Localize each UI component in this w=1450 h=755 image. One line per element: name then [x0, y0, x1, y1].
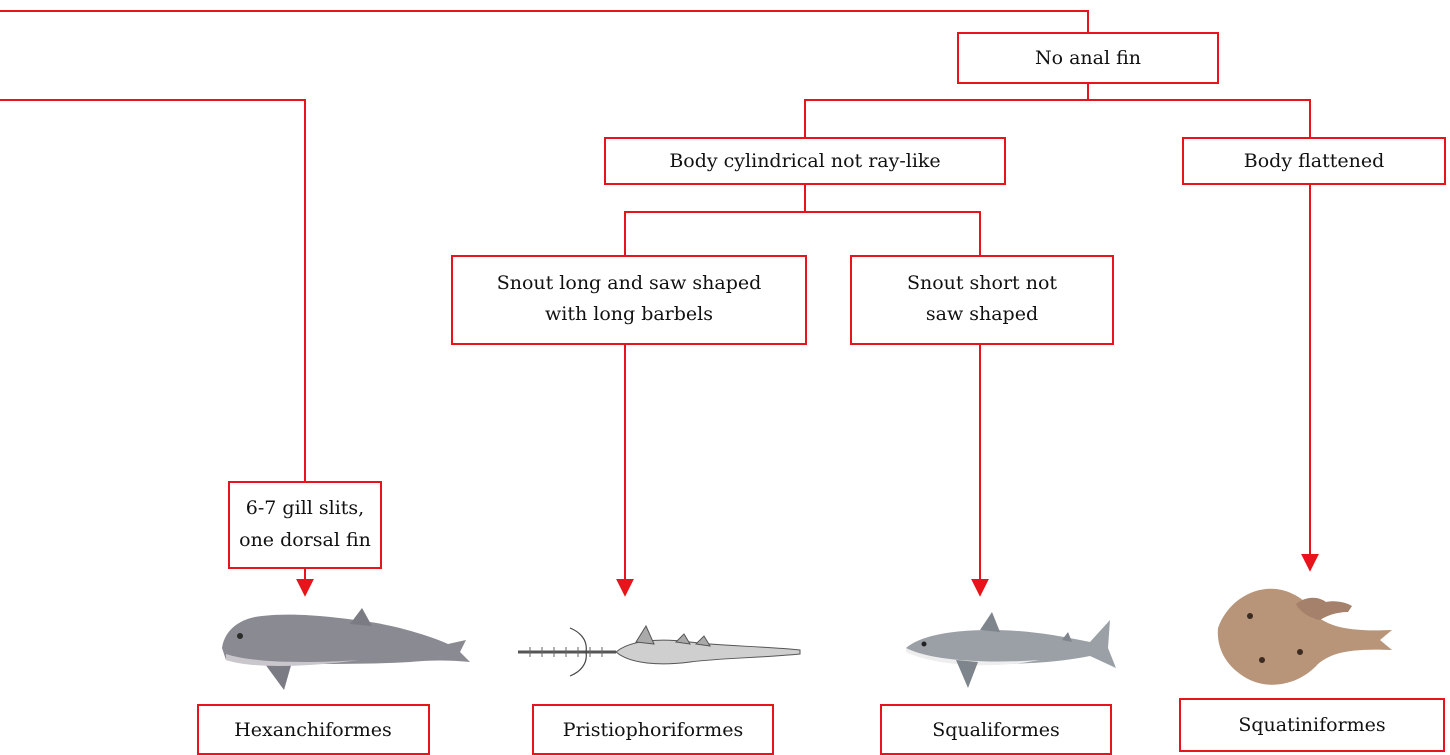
node-snout-short-line-2: saw shaped: [926, 303, 1038, 325]
node-snout-long: Snout long and saw shaped with long barb…: [452, 256, 806, 344]
connector-hexanchiformes-branch: [0, 100, 305, 482]
node-gill-slits-line-1: 6-7 gill slits,: [246, 497, 364, 519]
node-no-anal-fin: No anal fin: [958, 33, 1218, 83]
node-no-anal-fin-label: No anal fin: [1035, 47, 1141, 69]
node-gill-slits: 6-7 gill slits, one dorsal fin: [229, 482, 381, 568]
order-squatiniformes-label: Squatiniformes: [1238, 714, 1385, 736]
order-squaliformes: Squaliformes: [881, 705, 1111, 754]
node-snout-long-line-1: Snout long and saw shaped: [497, 272, 762, 294]
node-body-cylindrical: Body cylindrical not ray-like: [605, 138, 1005, 184]
order-hexanchiformes-label: Hexanchiformes: [234, 719, 392, 741]
order-pristiophoriformes-label: Pristiophoriformes: [563, 719, 743, 741]
node-snout-long-line-2: with long barbels: [545, 303, 713, 325]
connector-body-split: [805, 100, 1310, 138]
node-snout-short: Snout short not saw shaped: [851, 256, 1113, 344]
order-squatiniformes: Squatiniformes: [1180, 699, 1444, 751]
order-hexanchiformes: Hexanchiformes: [198, 705, 429, 754]
order-pristiophoriformes: Pristiophoriformes: [533, 705, 773, 754]
node-body-cylindrical-label: Body cylindrical not ray-like: [669, 150, 940, 172]
dogfish-shark-icon: [906, 612, 1116, 688]
node-gill-slits-line-2: one dorsal fin: [239, 529, 371, 551]
node-body-flattened-label: Body flattened: [1244, 150, 1385, 172]
node-body-flattened: Body flattened: [1183, 138, 1445, 184]
node-snout-short-line-1: Snout short not: [907, 272, 1057, 294]
connector-top-branch: [0, 11, 1088, 33]
sawshark-icon: [518, 626, 800, 676]
cow-shark-icon: [222, 608, 470, 690]
angel-shark-icon: [1218, 589, 1392, 685]
order-squaliformes-label: Squaliformes: [932, 719, 1059, 741]
connector-snout-split: [625, 212, 980, 256]
